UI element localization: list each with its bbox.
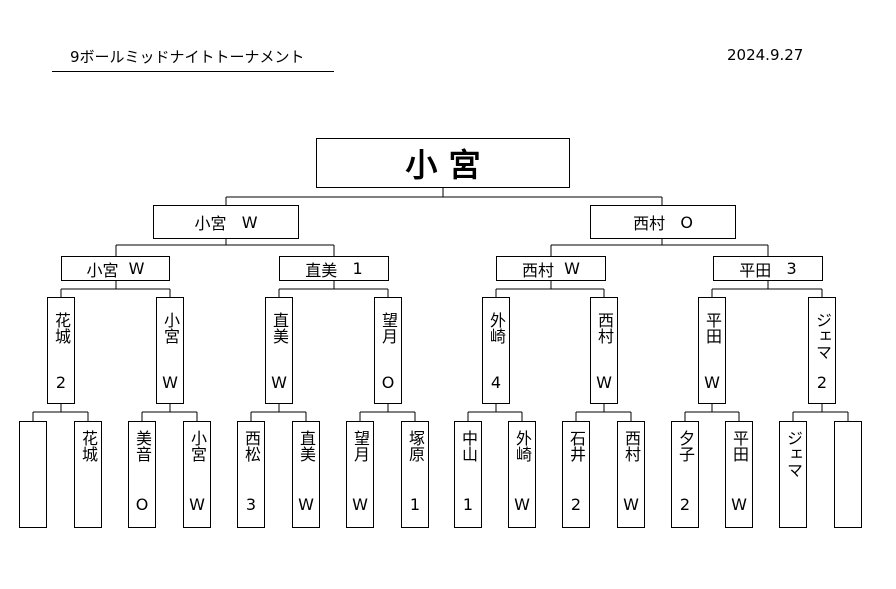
player-name: 小宮	[86, 260, 119, 280]
player-score: O	[381, 373, 395, 392]
player-score: W	[241, 212, 258, 232]
player-name: 石井	[567, 430, 586, 462]
champion-name: 小 宮	[405, 146, 481, 184]
player-name: 平田	[730, 430, 749, 462]
player-score: W	[623, 495, 639, 514]
player-score: W	[271, 373, 287, 392]
first-round-slot-14: 平田 W	[725, 421, 753, 528]
quarter-slot-1: 花城 2	[47, 297, 75, 404]
player-score: W	[704, 373, 720, 392]
player-name: 直美	[305, 260, 338, 280]
quarter-slot-2: 小宮 W	[156, 297, 184, 404]
first-round-slot-4: 小宮 W	[183, 421, 211, 528]
first-round-slot-2: 花城	[74, 421, 102, 528]
first-round-slot-15: ジェマ	[779, 421, 807, 528]
first-round-slot-9: 中山 1	[454, 421, 482, 528]
player-score: 1	[462, 495, 474, 514]
player-name: 花城	[79, 430, 98, 462]
quarter-slot-4: 望月 O	[374, 297, 402, 404]
player-name: 夕子	[676, 430, 695, 462]
player-name: 外崎	[487, 312, 506, 344]
player-name: 外崎	[513, 430, 532, 462]
player-name: 平田	[703, 312, 722, 344]
player-score: 2	[570, 495, 582, 514]
first-round-slot-5: 西松 3	[237, 421, 265, 528]
player-name: 西村	[595, 312, 614, 344]
player-score: 4	[490, 373, 502, 392]
player-name: 美音	[133, 430, 152, 462]
first-round-slot-8: 塚原 1	[401, 421, 429, 528]
player-name: ジェマ	[813, 312, 832, 360]
player-score: 3	[786, 259, 797, 278]
player-score: W	[162, 373, 178, 392]
semi-slot-4: 平田 3	[713, 256, 823, 281]
player-score: 1	[409, 495, 421, 514]
player-name: 花城	[52, 312, 71, 344]
player-score: 2	[816, 373, 828, 392]
player-score: W	[298, 495, 314, 514]
player-score: 2	[679, 495, 691, 514]
player-score: O	[680, 212, 693, 232]
first-round-slot-1	[19, 421, 47, 528]
semi-slot-3: 西村 W	[496, 256, 606, 281]
player-name: 中山	[459, 430, 478, 462]
semi-slot-1: 小宮 W	[61, 256, 170, 281]
first-round-slot-6: 直美 W	[292, 421, 320, 528]
player-score: W	[352, 495, 368, 514]
player-name: 望月	[379, 312, 398, 344]
player-name: ジェマ	[784, 430, 803, 478]
player-score: W	[731, 495, 747, 514]
player-score: O	[135, 495, 149, 514]
semi-slot-2: 直美 1	[279, 256, 389, 281]
player-name: 西村	[633, 214, 666, 233]
first-round-slot-10: 外崎 W	[508, 421, 536, 528]
player-name: 小宮	[194, 214, 227, 233]
quarter-slot-6: 西村 W	[590, 297, 618, 404]
final-slot-right: 西村 O	[590, 205, 736, 239]
first-round-slot-13: 夕子 2	[671, 421, 699, 528]
champion-box: 小 宮	[316, 138, 570, 188]
first-round-slot-16	[834, 421, 862, 528]
quarter-slot-3: 直美 W	[265, 297, 293, 404]
player-score: W	[564, 259, 580, 278]
player-name: 西松	[242, 430, 261, 462]
player-name: 西村	[521, 260, 554, 280]
title-underline	[52, 71, 334, 72]
quarter-slot-5: 外崎 4	[482, 297, 510, 404]
player-score: W	[596, 373, 612, 392]
player-score: 1	[352, 259, 363, 278]
player-name: 塚原	[406, 430, 425, 462]
player-score: 2	[55, 373, 67, 392]
quarter-slot-8: ジェマ 2	[808, 297, 836, 404]
player-name: 直美	[297, 430, 316, 462]
player-score: W	[128, 259, 145, 278]
quarter-slot-7: 平田 W	[698, 297, 726, 404]
first-round-slot-12: 西村 W	[617, 421, 645, 528]
player-name: 望月	[351, 430, 370, 462]
player-score: W	[189, 495, 205, 514]
final-slot-left: 小宮 W	[153, 205, 299, 239]
tournament-date: 2024.9.27	[727, 46, 804, 64]
first-round-slot-11: 石井 2	[562, 421, 590, 528]
player-name: 小宮	[188, 430, 207, 462]
player-name: 小宮	[161, 312, 180, 344]
first-round-slot-7: 望月 W	[346, 421, 374, 528]
player-name: 直美	[270, 312, 289, 344]
tournament-title: 9ボールミッドナイトトーナメント	[70, 48, 305, 66]
player-score: W	[514, 495, 530, 514]
player-name: 平田	[739, 260, 772, 280]
player-name: 西村	[622, 430, 641, 462]
player-score: 3	[245, 495, 257, 514]
first-round-slot-3: 美音 O	[128, 421, 156, 528]
